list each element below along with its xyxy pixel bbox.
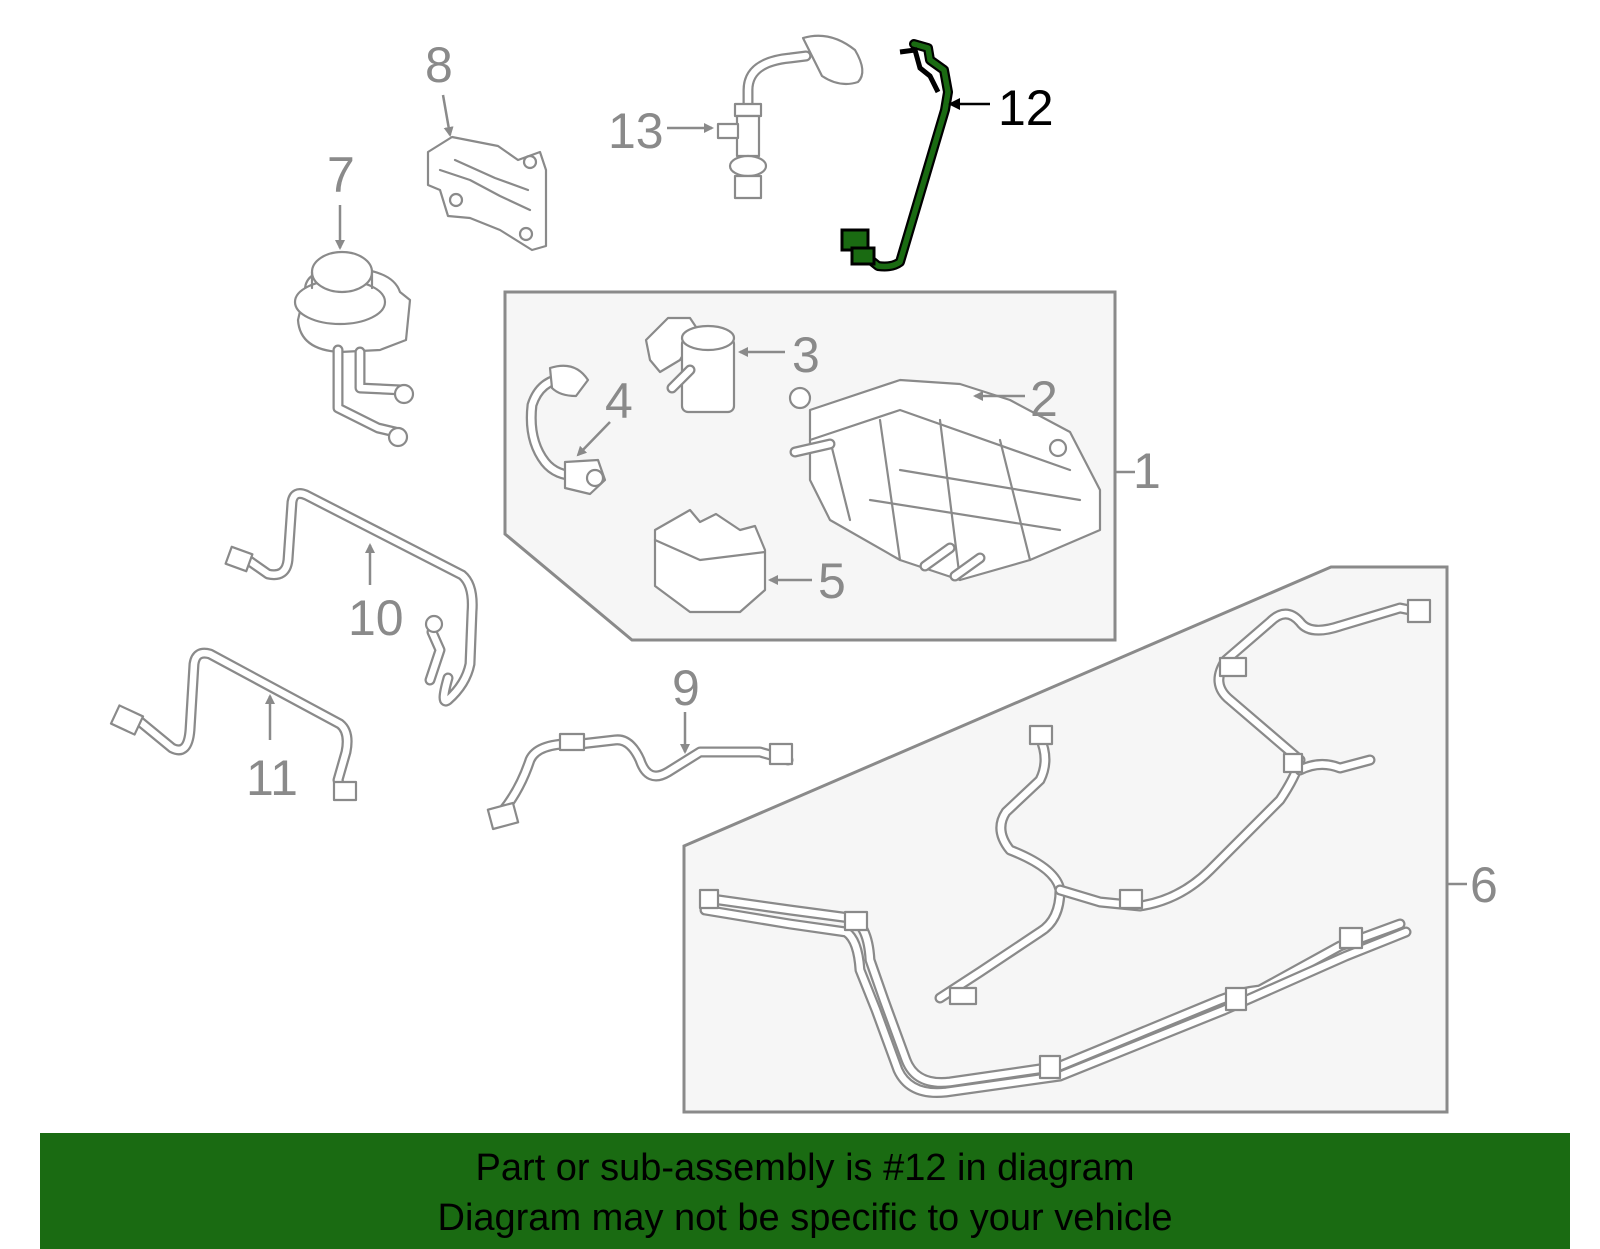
part-13-valve[interactable] xyxy=(716,34,864,200)
part-6-fuel-lines[interactable] xyxy=(698,598,1432,1099)
part-4-hose[interactable] xyxy=(525,364,607,496)
label-7: 7 xyxy=(327,147,355,203)
info-banner: Part or sub-assembly is #12 in diagram D… xyxy=(40,1133,1570,1249)
part-2-canister[interactable] xyxy=(788,378,1102,582)
part-3-vent-valve[interactable] xyxy=(644,316,736,414)
label-5: 5 xyxy=(818,553,846,609)
part-5-shield[interactable] xyxy=(653,508,767,614)
label-13: 13 xyxy=(608,103,664,159)
banner-line-2: Diagram may not be specific to your vehi… xyxy=(437,1197,1173,1239)
part-11-tube[interactable] xyxy=(109,647,358,802)
part-10-tube[interactable] xyxy=(224,488,478,707)
label-12: 12 xyxy=(998,80,1054,136)
label-3: 3 xyxy=(792,327,820,383)
label-10: 10 xyxy=(348,590,404,646)
part-7-pump[interactable] xyxy=(293,250,415,448)
fuel-lines-assembly-box xyxy=(682,565,1449,1114)
part-8-bracket[interactable] xyxy=(426,135,548,252)
label-1: 1 xyxy=(1133,443,1161,499)
label-4: 4 xyxy=(605,373,633,429)
label-8: 8 xyxy=(425,37,453,93)
label-11: 11 xyxy=(246,750,298,806)
label-2: 2 xyxy=(1030,371,1058,427)
label-6: 6 xyxy=(1470,857,1498,913)
label-9: 9 xyxy=(672,660,700,716)
banner-line-1: Part or sub-assembly is #12 in diagram xyxy=(475,1147,1135,1189)
leader-lines xyxy=(265,94,1467,886)
part-12-vapor-tube[interactable] xyxy=(840,39,953,272)
part-9-tube[interactable] xyxy=(486,732,794,831)
